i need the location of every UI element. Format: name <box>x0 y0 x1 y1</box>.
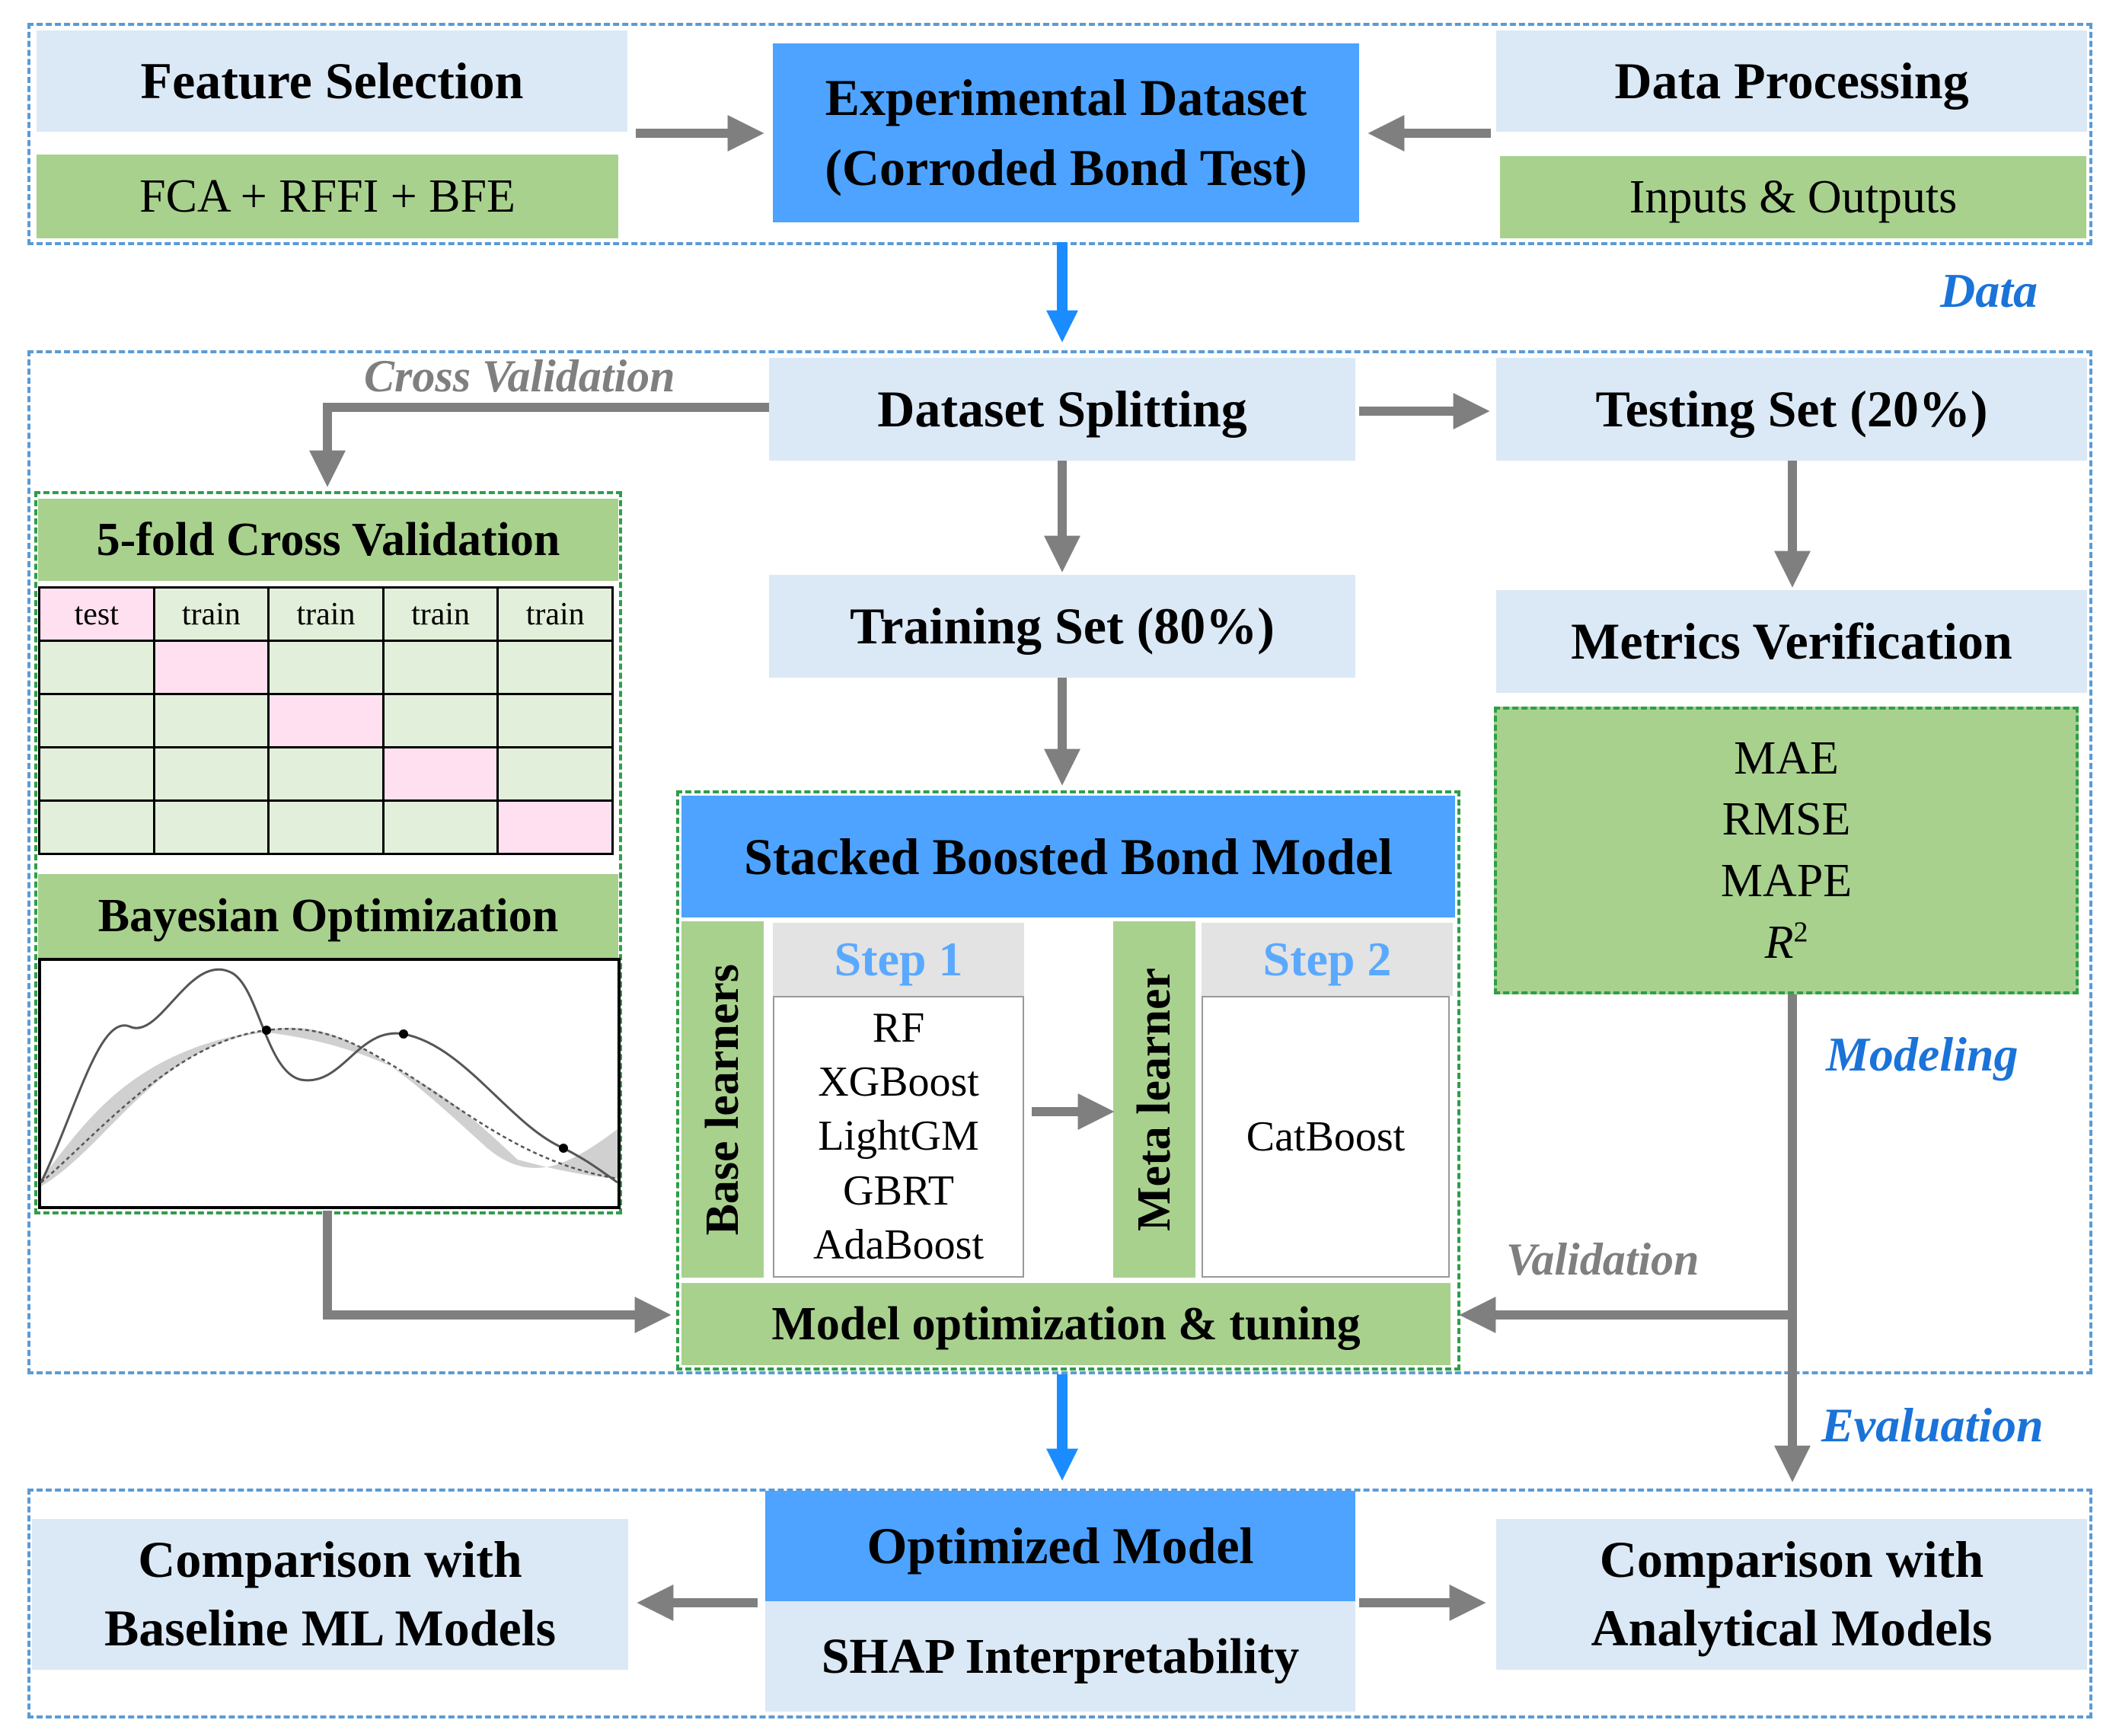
baseline-line2: Baseline ML Models <box>104 1599 557 1657</box>
cv-fold-row <box>38 693 614 748</box>
cv-cell <box>496 746 614 802</box>
metric-mae: MAE <box>1734 732 1839 784</box>
experimental-dataset-line1: Experimental Dataset <box>825 68 1307 126</box>
cv-cell-test <box>152 640 270 695</box>
evaluation-section-border <box>27 1489 2092 1718</box>
metric-r2-base: R <box>1764 916 1794 969</box>
cv-cell <box>496 640 614 695</box>
cv-cell <box>381 799 499 855</box>
dataset-splitting-box: Dataset Splitting <box>769 358 1355 461</box>
analytical-line2: Analytical Models <box>1591 1599 1993 1657</box>
cv-fold-row <box>38 746 614 802</box>
modeling-section-tag: Modeling <box>1826 1027 2019 1081</box>
metric-mape: MAPE <box>1720 855 1853 907</box>
feature-methods-box: FCA + RFFI + BFE <box>37 155 618 238</box>
metrics-box: MAE RMSE MAPE R2 <box>1494 707 2079 994</box>
learner-adaboost: AdaBoost <box>813 1221 984 1268</box>
cv-cell <box>152 799 270 855</box>
shap-box: SHAP Interpretability <box>765 1601 1355 1712</box>
stacked-model-title: Stacked Boosted Bond Model <box>681 796 1455 917</box>
evaluation-section-tag: Evaluation <box>1821 1398 2044 1452</box>
bayesian-optimization-plot <box>38 958 621 1209</box>
cv-cell-test <box>267 693 385 748</box>
cv-cell-train: train <box>496 586 614 642</box>
cv-cell <box>267 640 385 695</box>
cv-cell <box>267 746 385 802</box>
baseline-line1: Comparison with <box>138 1530 522 1589</box>
learner-gbrt: GBRT <box>843 1166 954 1214</box>
cv-cell <box>381 693 499 748</box>
sample-point <box>399 1029 408 1039</box>
cv-fold-row <box>38 640 614 695</box>
experimental-dataset-box: Experimental Dataset (Corroded Bond Test… <box>773 43 1359 222</box>
sample-point <box>262 1026 271 1035</box>
learner-lightgm: LightGM <box>818 1112 979 1160</box>
step1-header: Step 1 <box>773 923 1024 996</box>
sample-point <box>559 1144 568 1153</box>
cv-cell-train: train <box>152 586 270 642</box>
validation-label: Validation <box>1506 1234 1700 1284</box>
cv-cell <box>38 799 155 855</box>
base-learners-label-box: Base learners <box>681 921 764 1278</box>
cv-cell <box>496 693 614 748</box>
cv-cell <box>152 693 270 748</box>
cv-cell <box>38 746 155 802</box>
mean-curve <box>40 1028 618 1183</box>
training-set-box: Training Set (80%) <box>769 575 1355 678</box>
optimized-model-box: Optimized Model <box>765 1491 1355 1601</box>
arrow-splitting-to-cv <box>309 403 769 487</box>
stacked-model-panel <box>676 790 1460 1371</box>
cv-header-row: test train train train train <box>38 586 614 642</box>
analytical-comparison-box: Comparison with Analytical Models <box>1496 1519 2087 1670</box>
learner-xgboost: XGBoost <box>818 1058 979 1106</box>
metrics-verification-box: Metrics Verification <box>1496 590 2087 693</box>
cv-cell <box>38 693 155 748</box>
cv-cell-test <box>496 799 614 855</box>
data-section-tag: Data <box>1940 263 2038 318</box>
arrow-bayes-to-optimization <box>323 1211 672 1333</box>
metric-rmse: RMSE <box>1722 793 1851 846</box>
metric-r2: R2 <box>1765 912 1808 974</box>
testing-set-box: Testing Set (20%) <box>1496 358 2087 461</box>
metric-r2-sup: 2 <box>1793 915 1808 948</box>
cv-cell <box>38 640 155 695</box>
cv-cell <box>152 746 270 802</box>
meta-learner-box: CatBoost <box>1202 996 1450 1278</box>
inputs-outputs-box: Inputs & Outputs <box>1500 156 2086 238</box>
cv-fold-row <box>38 799 614 855</box>
feature-selection-box: Feature Selection <box>37 30 627 132</box>
step2-header: Step 2 <box>1202 923 1453 996</box>
meta-learner-label-box: Meta learner <box>1113 921 1195 1278</box>
cv-cell <box>381 640 499 695</box>
cv-cell-test <box>381 746 499 802</box>
cv-cell-test: test <box>38 586 155 642</box>
cv-cell <box>267 799 385 855</box>
bayesian-optimization-title: Bayesian Optimization <box>38 874 618 958</box>
cv-fold-table: test train train train train <box>38 586 614 855</box>
data-processing-box: Data Processing <box>1496 30 2087 132</box>
base-learners-list: RF XGBoost LightGM GBRT AdaBoost <box>773 996 1024 1278</box>
five-fold-title: 5-fold Cross Validation <box>38 499 618 581</box>
cv-cell-train: train <box>267 586 385 642</box>
baseline-comparison-box: Comparison with Baseline ML Models <box>32 1519 628 1670</box>
modeling-section-border <box>27 350 2092 1374</box>
objective-curve <box>40 968 618 1184</box>
model-optimization-box: Model optimization & tuning <box>681 1283 1451 1365</box>
analytical-line1: Comparison with <box>1599 1530 1984 1589</box>
experimental-dataset-line2: (Corroded Bond Test) <box>825 138 1307 196</box>
cross-validation-label: Cross Validation <box>364 351 675 401</box>
cv-cell-train: train <box>381 586 499 642</box>
learner-rf: RF <box>872 1004 925 1052</box>
